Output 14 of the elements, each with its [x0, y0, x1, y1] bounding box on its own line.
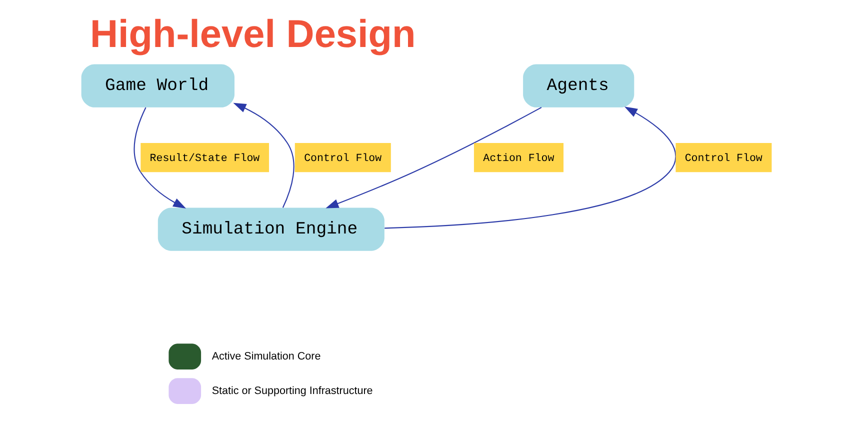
diagram-title: High-level Design	[89, 12, 416, 56]
arrow	[384, 106, 676, 229]
node-box: Game World	[80, 64, 234, 108]
node-box: Simulation Engine	[157, 208, 384, 251]
legend-label: Static or Supporting Infrastructure	[211, 384, 372, 397]
arrow	[133, 107, 186, 208]
arrow	[232, 102, 294, 208]
edge-label: Control Flow	[304, 152, 382, 165]
node-box: Agents	[522, 64, 634, 108]
edge-label: Action Flow	[482, 152, 554, 165]
edge-label: Control Flow	[684, 152, 762, 165]
legend-label: Active Simulation Core	[211, 350, 320, 362]
arrow	[325, 106, 542, 208]
edge-label: Result/State Flow	[149, 152, 260, 165]
